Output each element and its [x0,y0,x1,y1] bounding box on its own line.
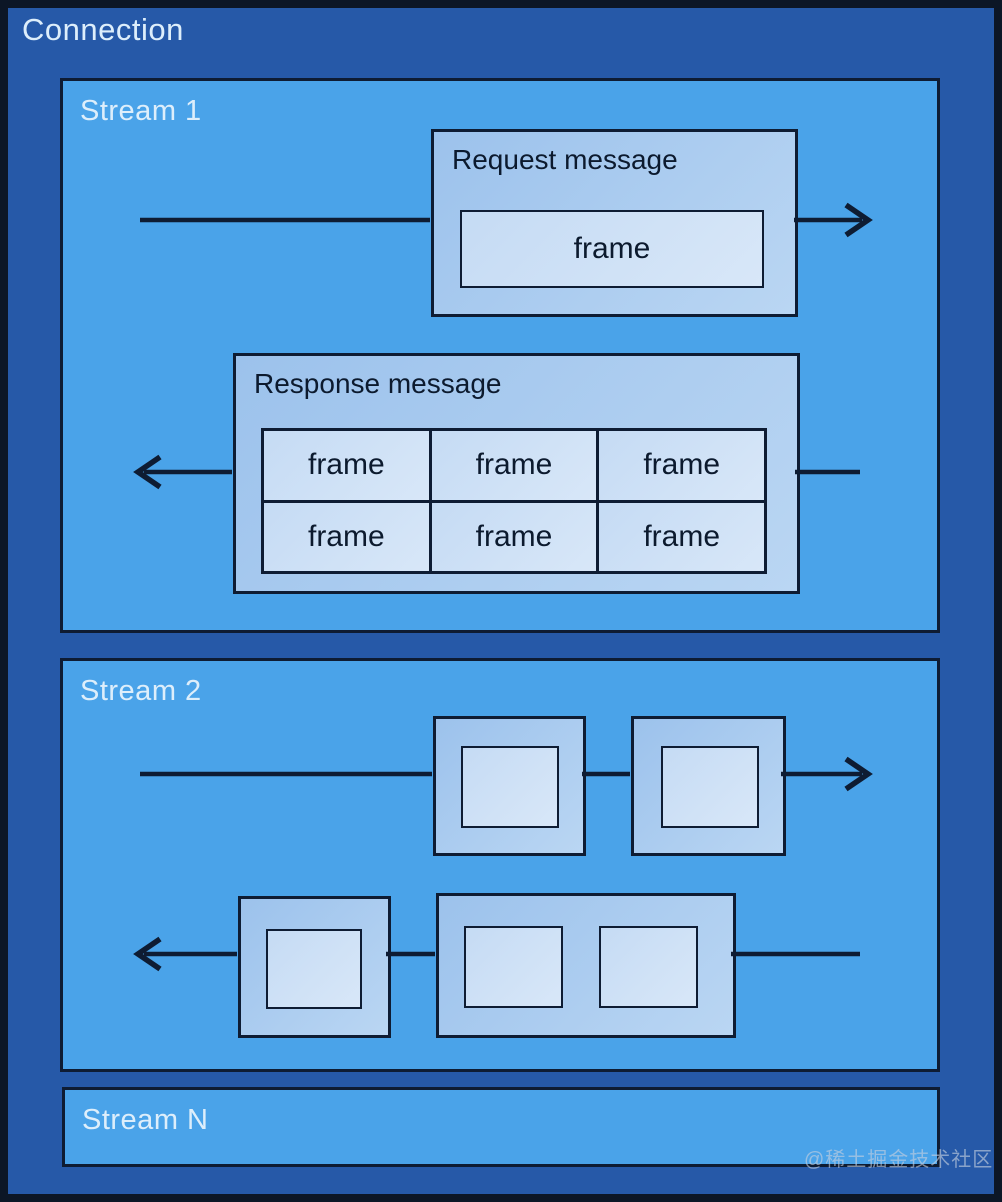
stream-1-box: Stream 1 Request message frame Response … [60,78,940,633]
connection-label: Connection [22,12,184,47]
request-frame: frame [460,210,764,288]
stream-2-label: Stream 2 [80,675,202,707]
request-message-box: Request message frame [431,129,798,317]
stream-n-box: Stream N [62,1087,940,1167]
response-frame: frame [431,431,597,500]
stream-n-label: Stream N [82,1104,209,1136]
frame-box [599,926,698,1008]
response-frame: frame [599,502,764,571]
request-message-label: Request message [452,144,678,175]
frame-box [461,746,559,828]
response-frame: frame [599,431,764,500]
watermark: @稀土掘金技术社区 [804,1149,994,1171]
stream-2-box: Stream 2 [60,658,940,1072]
stream-1-label: Stream 1 [80,95,202,127]
frame-box [661,746,759,828]
response-frame: frame [264,502,429,571]
response-frame: frame [264,431,429,500]
frame-box [266,929,362,1009]
frame-box [464,926,563,1008]
stream2-outbound-message-1 [433,716,586,856]
response-message-box: Response message frame frame frame frame… [233,353,800,594]
response-frame: frame [431,502,597,571]
stream2-inbound-message-1 [238,896,391,1038]
stream2-inbound-message-2 [436,893,736,1038]
response-frame-grid: frame frame frame frame frame frame [261,428,767,574]
response-message-label: Response message [254,368,502,399]
stream2-outbound-message-2 [631,716,786,856]
